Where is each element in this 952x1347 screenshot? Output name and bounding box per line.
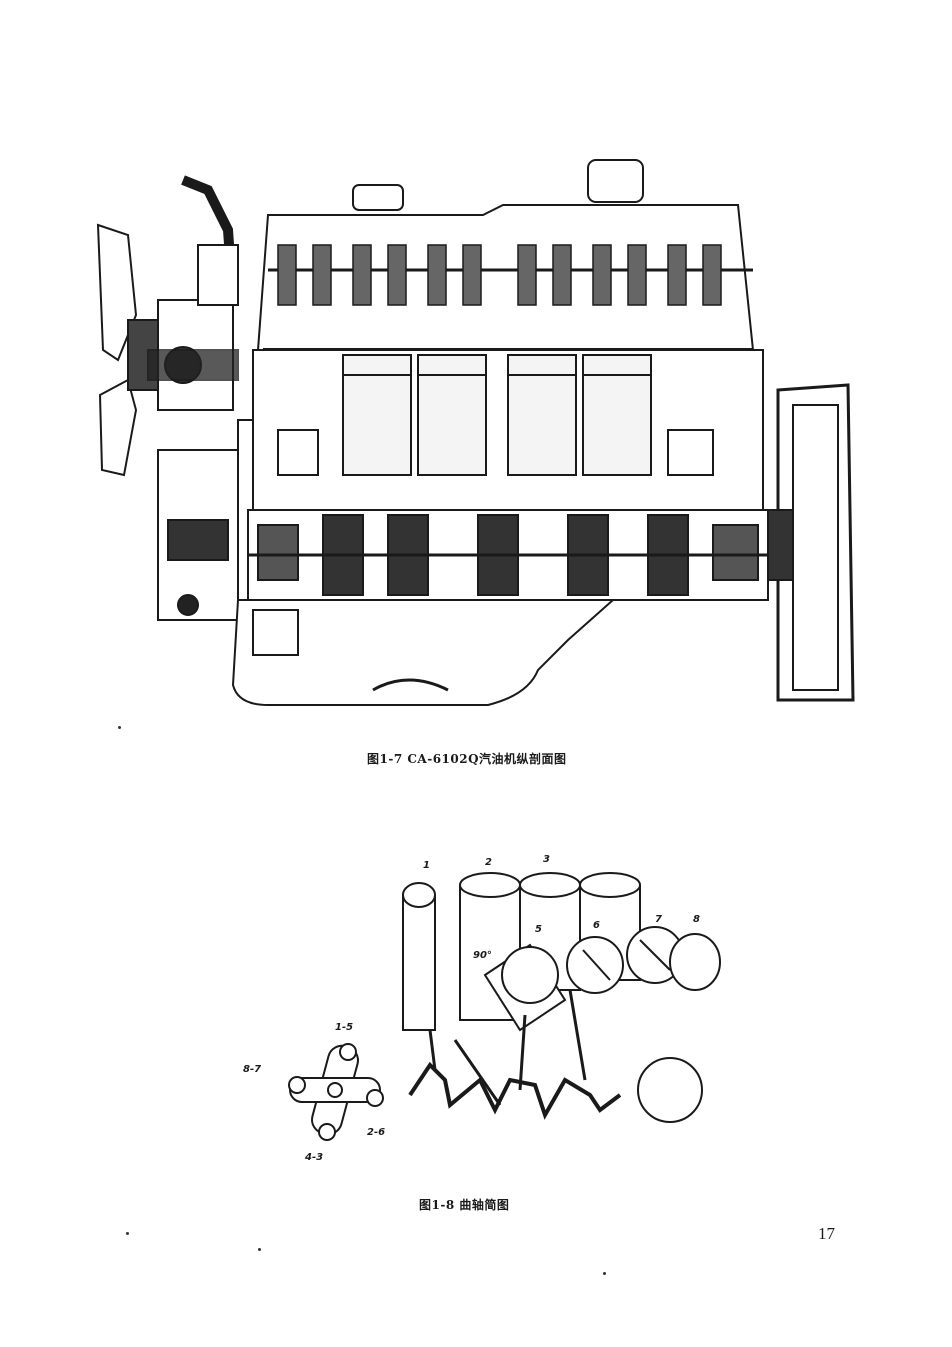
cylinder-label: 3 [543,854,550,865]
crankshaft [247,509,769,601]
flywheel-housing [767,383,855,702]
cylinder-label: 7 [655,914,662,925]
engine-section-figure [88,150,868,720]
crank-throws [408,1061,622,1120]
fan-blade-icon [96,223,159,477]
valve-spring-row [277,244,722,306]
scan-speck [603,1272,606,1275]
cylinder-label: 2 [485,857,492,868]
figure-caption: 图1-7 CA-6102Q汽油机纵剖面图 [367,752,567,766]
crankshaft-diagram: 1 2 3 5 6 7 8 90° 1-5 8-7 2-6 4-3 [235,840,735,1180]
cylinder-label: 6 [593,920,600,931]
firing-pair-label: 1-5 [335,1022,353,1033]
page-number: 17 [818,1224,835,1243]
firing-pair-label: 2-6 [367,1127,385,1138]
water-pump-housing [147,175,239,411]
firing-pair-label: 8-7 [243,1064,261,1075]
scan-speck [126,1232,129,1235]
flywheel-icon [637,1057,703,1123]
cylinder-block [252,349,764,511]
angle-label: 90° [473,950,492,961]
figure-caption: 图1-8 曲轴简图 [419,1198,510,1212]
scan-speck [258,1248,261,1251]
scan-speck [118,726,121,729]
cylinder-bank-right [483,926,721,1032]
firing-order-cross [288,1043,384,1141]
cylinder-label: 8 [693,914,700,925]
firing-pair-label: 4-3 [304,1152,323,1163]
oil-pan [231,599,616,706]
cylinder-label: 1 [423,860,430,871]
connecting-rods [428,989,587,1106]
cylinder-label: 5 [535,924,542,935]
